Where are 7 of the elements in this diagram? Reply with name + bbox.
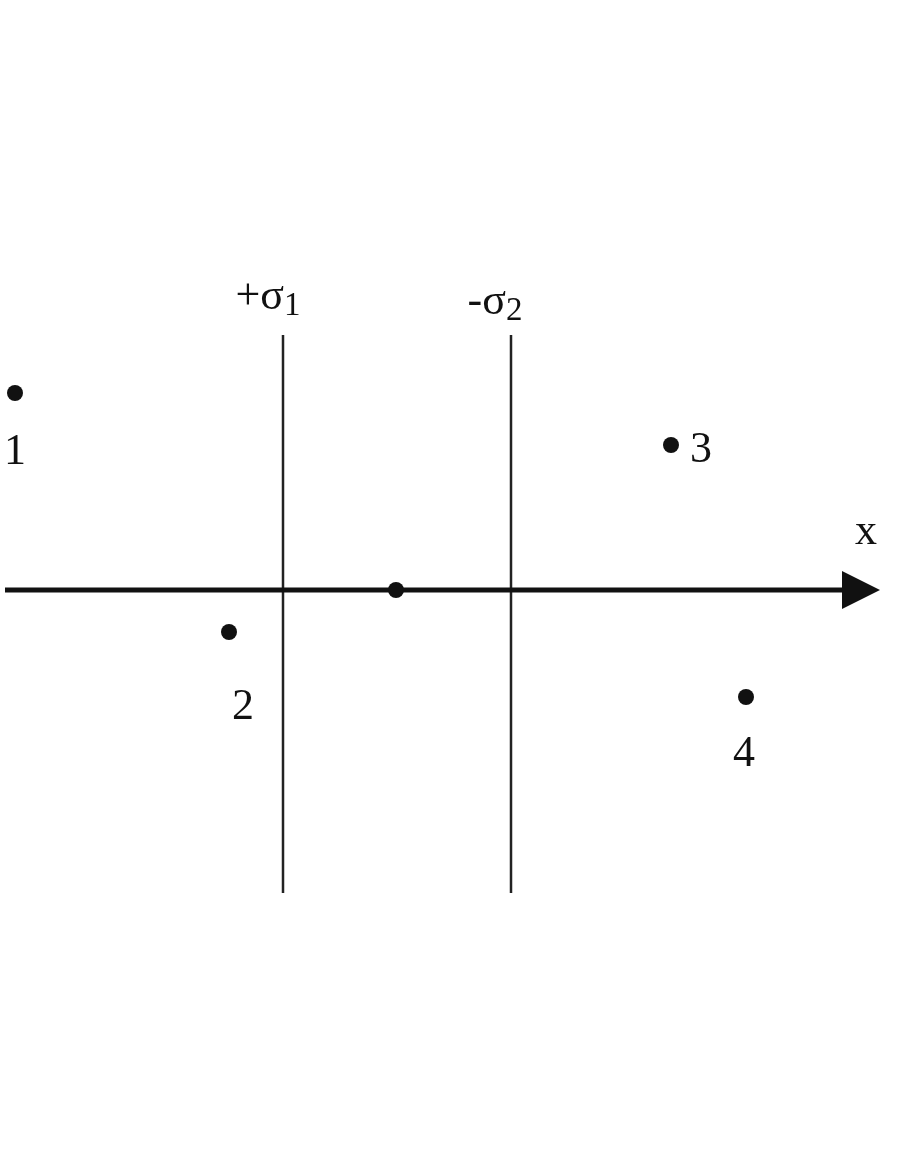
point-label: 3 bbox=[690, 426, 712, 470]
point-label: 4 bbox=[733, 730, 755, 774]
axis-label: x bbox=[855, 508, 877, 552]
point-label: 1 bbox=[4, 428, 26, 472]
point-label: 2 bbox=[232, 683, 254, 727]
plane-label: -σ$_{2}$ bbox=[467, 277, 523, 327]
plane-label: +σ$_{1}$ bbox=[235, 272, 301, 322]
